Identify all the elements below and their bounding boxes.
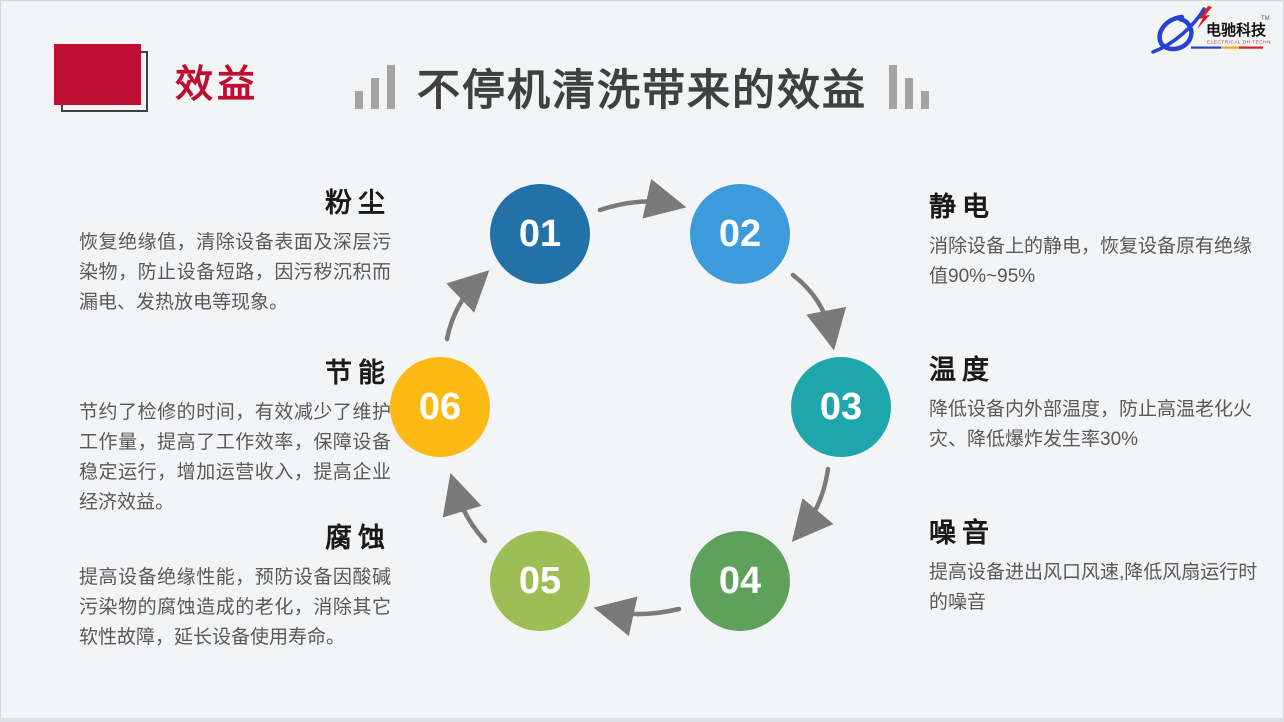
badge-red-rect xyxy=(54,44,141,105)
benefit-title: 温度 xyxy=(929,355,995,385)
title-row: 不停机清洗带来的效益 xyxy=(1,65,1283,115)
cycle-step-03: 03 xyxy=(791,357,891,457)
benefit-body: 消除设备上的静电，恢复设备原有绝缘值90%~95% xyxy=(929,236,1253,287)
section-label: 效益 xyxy=(175,64,260,106)
equalizer-bars-right-icon xyxy=(889,65,929,115)
benefit-temperature: 温度 降低设备内外部温度，防止高温老化火灾、降低爆炸发生率30% xyxy=(929,348,1267,455)
cycle-step-05: 05 xyxy=(490,531,590,631)
cycle-step-number: 02 xyxy=(718,212,762,255)
benefit-energy-saving: 节能 节约了检修的时间，有效减少了维护工作量，提高了工作效率，保障设备稳定运行，… xyxy=(79,351,391,518)
benefit-corrosion: 腐蚀 提高设备绝缘性能，预防设备因酸碱污染物的腐蚀造成的老化，消除其它软性故障，… xyxy=(79,516,391,653)
lightning-icon xyxy=(1197,6,1212,29)
arrow-04-to-05 xyxy=(593,596,682,637)
logo-tagline-text: ELECTRICAL DH TECHNOLOGY xyxy=(1207,40,1271,46)
cycle-step-number: 06 xyxy=(418,385,462,428)
logo-d-swoosh-icon xyxy=(1151,7,1206,54)
arrow-02-to-03 xyxy=(790,272,847,351)
benefit-noise: 噪音 提高设备进出风口风速,降低风扇运行时的噪音 xyxy=(929,511,1267,618)
benefit-static: 静电 消除设备上的静电，恢复设备原有绝缘值90%~95% xyxy=(929,185,1267,292)
cycle-step-06: 06 xyxy=(390,357,490,457)
benefit-body: 节约了检修的时间，有效减少了维护工作量，提高了工作效率，保障设备稳定运行，增加运… xyxy=(79,402,391,513)
benefit-body: 降低设备内外部温度，防止高温老化火灾、降低爆炸发生率30% xyxy=(929,399,1253,450)
arrow-01-to-02 xyxy=(597,178,687,219)
arrow-05-to-06 xyxy=(442,472,488,544)
logo-brand-text: 电驰科技 xyxy=(1206,21,1267,39)
arrow-06-to-01 xyxy=(444,270,490,342)
cycle-step-number: 04 xyxy=(718,559,762,602)
logo-tricolor-line xyxy=(1191,46,1263,49)
cycle-step-01: 01 xyxy=(490,184,590,284)
benefit-title: 静电 xyxy=(929,192,995,222)
benefit-body: 恢复绝缘值，清除设备表面及深层污染物，防止设备短路，因污秽沉积而漏电、发热放电等… xyxy=(79,232,391,313)
benefit-dust: 粉尘 恢复绝缘值，清除设备表面及深层污染物，防止设备短路，因污秽沉积而漏电、发热… xyxy=(79,181,391,318)
cycle-step-number: 05 xyxy=(518,559,562,602)
logo-trademark: TM xyxy=(1261,16,1270,22)
benefit-title: 腐蚀 xyxy=(325,523,391,553)
cycle-step-number: 01 xyxy=(518,212,562,255)
page-title: 不停机清洗带来的效益 xyxy=(417,66,867,115)
benefit-title: 节能 xyxy=(325,358,391,388)
arrow-03-to-04 xyxy=(791,466,834,543)
benefit-title: 噪音 xyxy=(929,518,995,548)
company-logo: 电驰科技 ELECTRICAL DH TECHNOLOGY TM xyxy=(1151,6,1271,54)
cycle-step-02: 02 xyxy=(690,184,790,284)
benefit-title: 粉尘 xyxy=(325,188,391,218)
cycle-step-number: 03 xyxy=(819,385,863,428)
benefit-body: 提高设备绝缘性能，预防设备因酸碱污染物的腐蚀造成的老化，消除其它软性故障，延长设… xyxy=(79,567,391,648)
cycle-step-04: 04 xyxy=(690,531,790,631)
equalizer-bars-left-icon xyxy=(355,65,395,115)
benefit-body: 提高设备进出风口风速,降低风扇运行时的噪音 xyxy=(929,562,1258,613)
